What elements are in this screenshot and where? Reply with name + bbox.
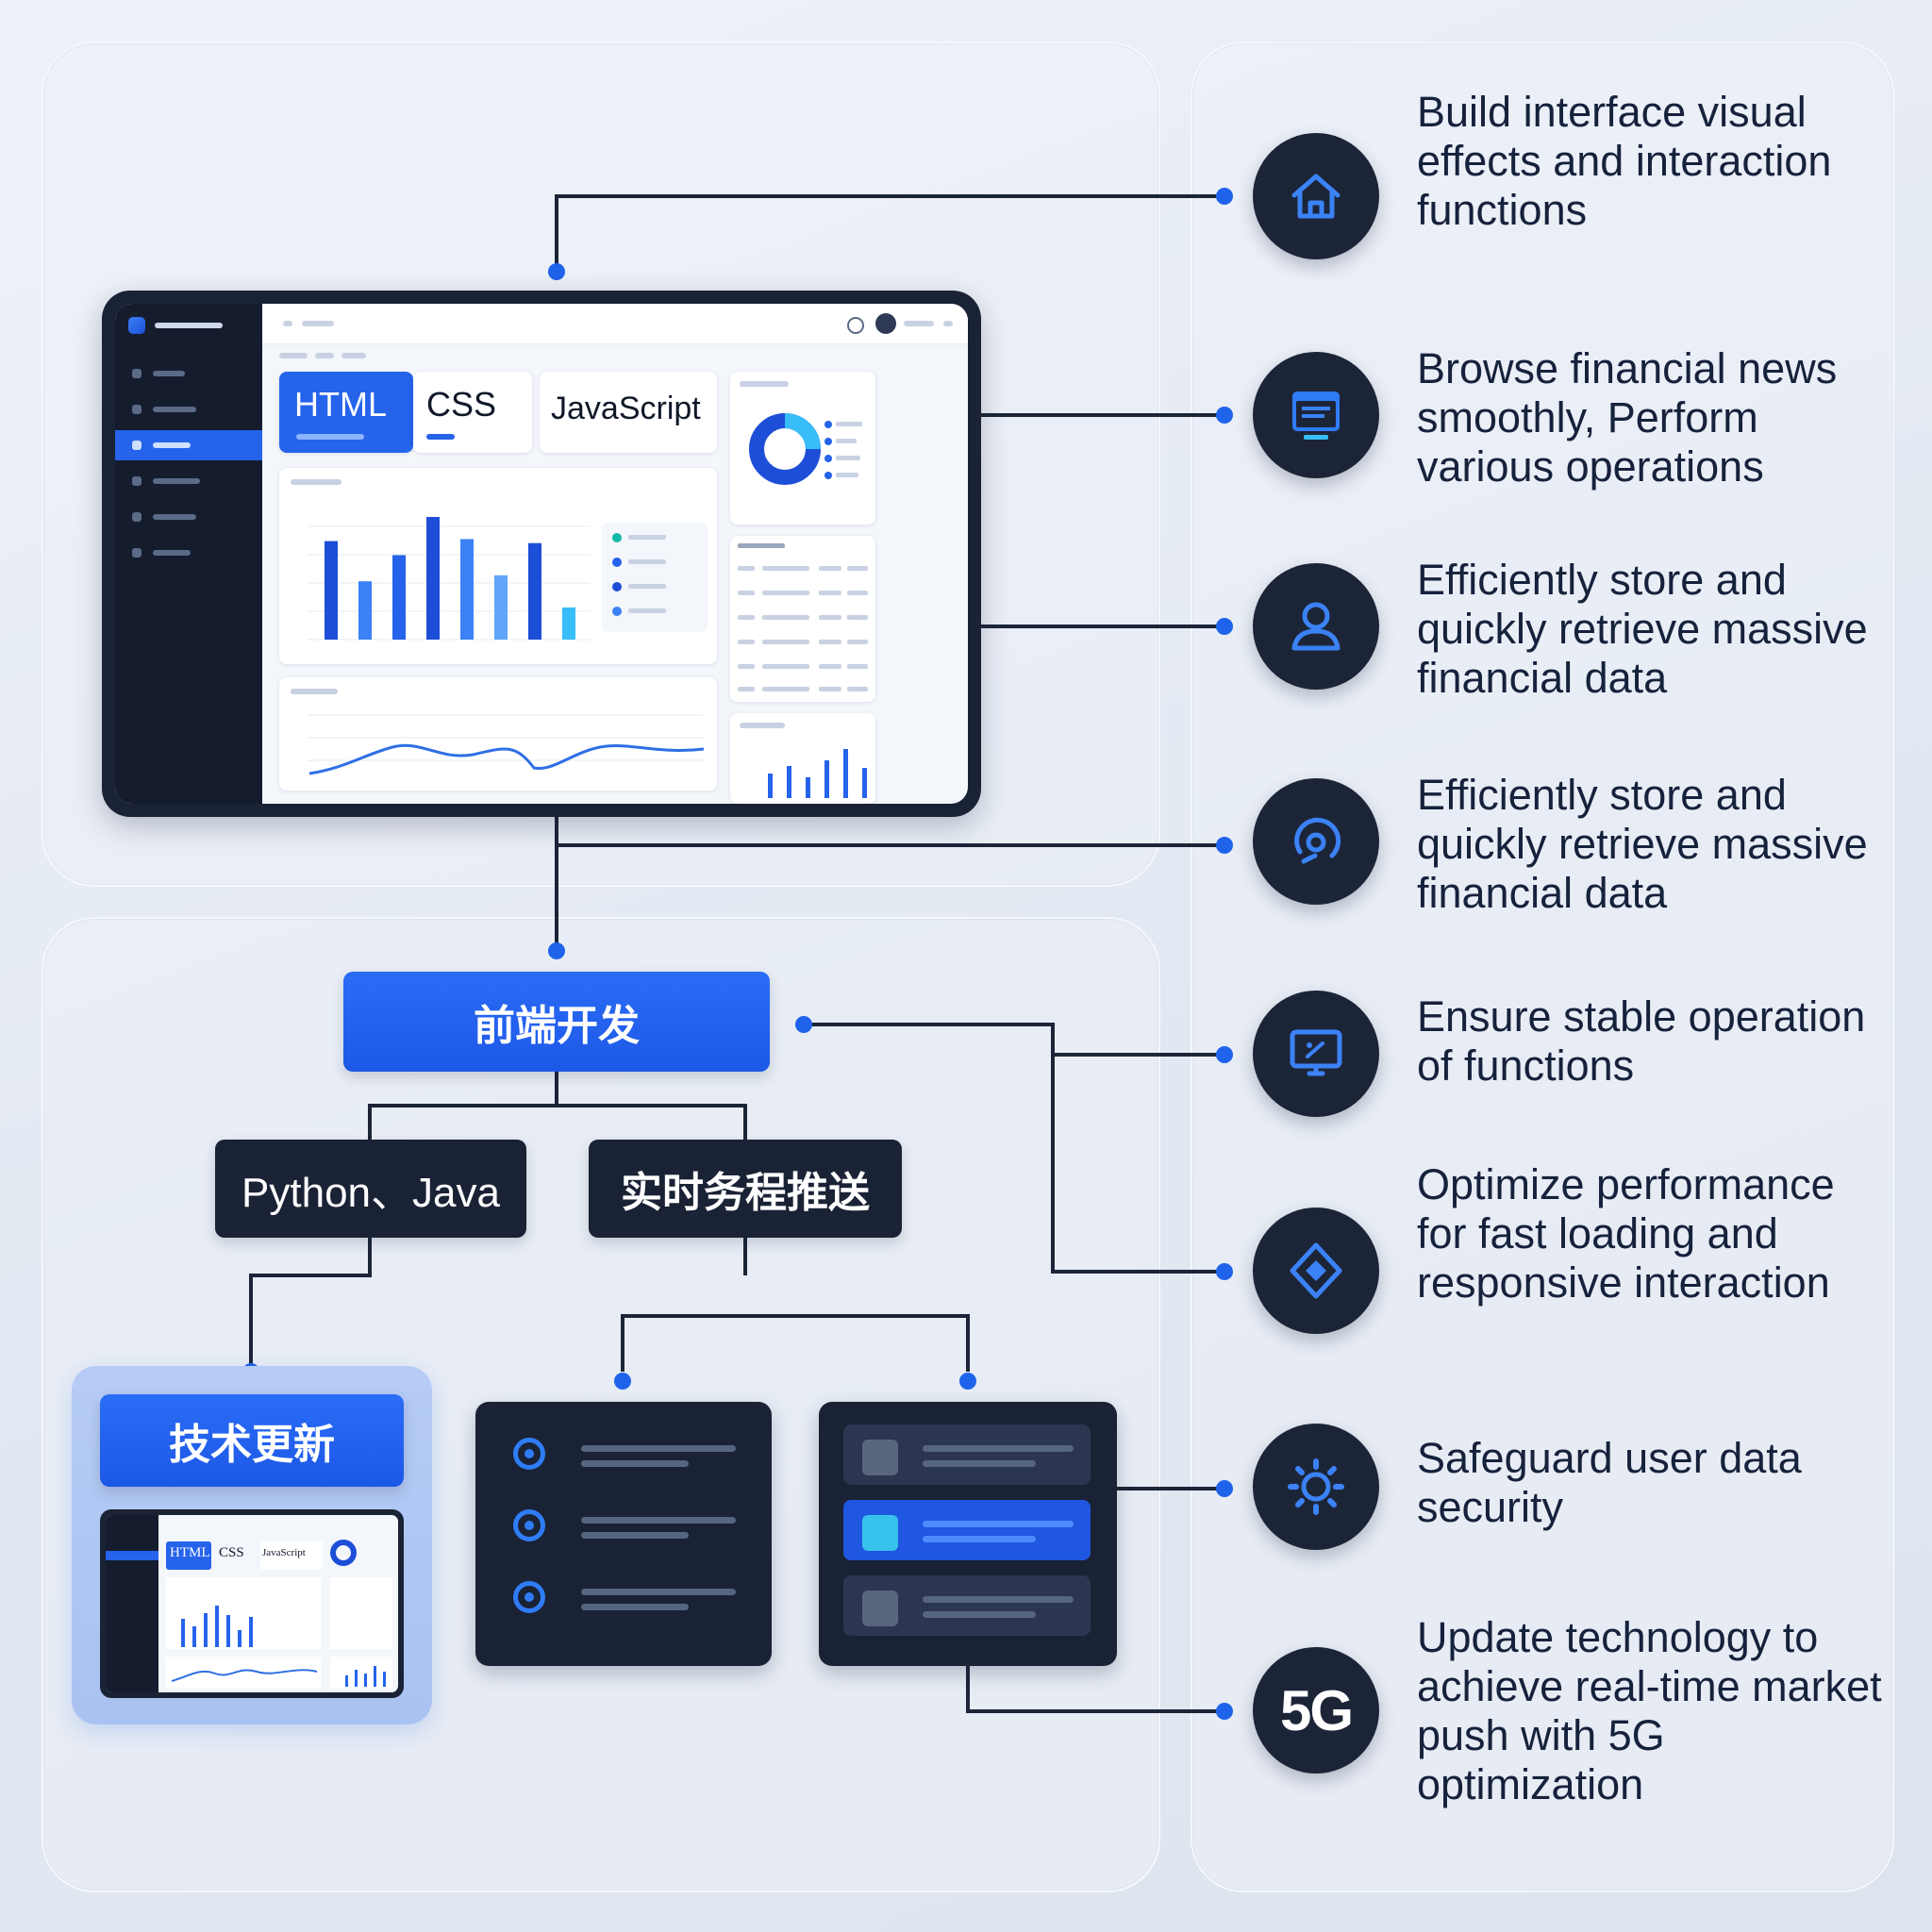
line-chart <box>308 714 705 775</box>
legend-line <box>628 584 666 589</box>
legend-dot <box>612 558 622 567</box>
table-rows <box>738 543 868 691</box>
donut-chart <box>749 413 862 485</box>
brand-logo-icon <box>128 317 145 334</box>
bar <box>426 517 440 640</box>
list-item[interactable] <box>843 1424 1091 1485</box>
legend-line <box>628 559 666 564</box>
radio-button[interactable] <box>513 1438 545 1470</box>
bar <box>325 541 338 640</box>
legend-box <box>602 523 708 632</box>
tab-label: JavaScript <box>551 391 701 426</box>
mini-dashboard-screen: HTML CSS JavaScript <box>106 1515 398 1692</box>
sidebar-item-active[interactable] <box>115 430 262 460</box>
radio-button[interactable] <box>513 1509 545 1541</box>
tab-label: CSS <box>426 385 497 424</box>
backend-langs-label: Python、Java <box>242 1170 500 1216</box>
tech-update-label: 技术更新 <box>169 1421 335 1469</box>
list-item[interactable] <box>843 1575 1091 1636</box>
user-icon <box>1253 563 1379 690</box>
bar <box>528 542 541 640</box>
radio-button[interactable] <box>513 1581 545 1613</box>
css-tab[interactable]: CSS <box>413 372 532 453</box>
feature-text: Ensure stable operation of functions <box>1417 992 1866 1090</box>
sidebar-item[interactable] <box>115 394 262 425</box>
feature-text: Browse financial news smoothly, Perform … <box>1417 344 1838 491</box>
feature-text: Efficiently store and quickly retrieve m… <box>1417 771 1868 917</box>
mini-bar-card <box>730 713 875 804</box>
frontend-dev-node[interactable]: 前端开发 <box>343 972 770 1072</box>
javascript-tab[interactable]: JavaScript <box>540 372 717 453</box>
dashboard-topbar <box>262 304 968 344</box>
feature-text: Update technology to achieve real-time m… <box>1417 1613 1882 1808</box>
legend-dot <box>612 582 622 591</box>
sidebar-brand <box>128 317 223 334</box>
bar <box>358 581 372 640</box>
legend-line <box>628 535 666 540</box>
bar <box>460 539 474 640</box>
mini-tab-label: HTML <box>170 1545 210 1560</box>
mini-charts <box>166 1577 392 1689</box>
dashboard-screen: HTML CSS JavaScript <box>115 304 968 804</box>
backend-langs-node[interactable]: Python、Java <box>215 1140 526 1238</box>
bar <box>392 555 406 640</box>
browser-window-icon <box>1253 352 1379 478</box>
dashboard-monitor: HTML CSS JavaScript <box>102 291 981 817</box>
mini-tab-label: JavaScript <box>262 1547 306 1558</box>
monitor-icon <box>1253 991 1379 1117</box>
html-tab[interactable]: HTML <box>279 372 413 453</box>
line-chart-card <box>279 677 717 791</box>
donut-card <box>730 372 875 525</box>
sidebar-item[interactable] <box>115 466 262 496</box>
feature-text: Optimize performance for fast loading an… <box>1417 1160 1835 1307</box>
5g-badge: 5G <box>1253 1647 1379 1774</box>
diamond-icon <box>1253 1208 1379 1334</box>
frontend-dev-label: 前端开发 <box>474 1002 640 1050</box>
tab-label: HTML <box>294 385 387 424</box>
legend-line <box>628 608 666 613</box>
mini-tab-label: CSS <box>219 1545 244 1560</box>
list-select-card <box>819 1402 1117 1666</box>
bar-chart <box>308 517 708 641</box>
right-panel <box>1191 42 1894 1892</box>
bar <box>494 575 508 640</box>
radio-list-card <box>475 1402 772 1666</box>
avatar[interactable] <box>875 313 896 334</box>
realtime-push-node[interactable]: 实时务程推送 <box>589 1140 902 1238</box>
house-icon <box>1253 133 1379 259</box>
list-item-selected[interactable] <box>843 1500 1091 1560</box>
mini-dashboard-monitor: HTML CSS JavaScript <box>100 1509 404 1698</box>
legend-dot <box>612 607 622 616</box>
sidebar-item[interactable] <box>115 502 262 532</box>
sidebar-item[interactable] <box>115 358 262 389</box>
legend-dot <box>612 533 622 542</box>
bell-icon[interactable] <box>847 317 864 334</box>
data-cycle-icon <box>1253 778 1379 905</box>
feature-text: Efficiently store and quickly retrieve m… <box>1417 556 1868 702</box>
mini-bar-chart <box>768 749 867 798</box>
dashboard-sidebar <box>115 304 262 804</box>
sidebar-item[interactable] <box>115 538 262 568</box>
tech-update-node[interactable]: 技术更新 <box>100 1394 404 1487</box>
5g-label: 5G <box>1279 1678 1354 1742</box>
feature-text: Build interface visual effects and inter… <box>1417 88 1832 234</box>
tech-update-card: 技术更新 HTML CSS JavaScript <box>72 1366 432 1724</box>
realtime-push-label: 实时务程推送 <box>621 1169 870 1217</box>
feature-text: Safeguard user data security <box>1417 1434 1802 1531</box>
bar <box>562 607 575 640</box>
gear-icon <box>1253 1424 1379 1550</box>
bar-chart-card <box>279 468 717 664</box>
table-card <box>730 536 875 702</box>
